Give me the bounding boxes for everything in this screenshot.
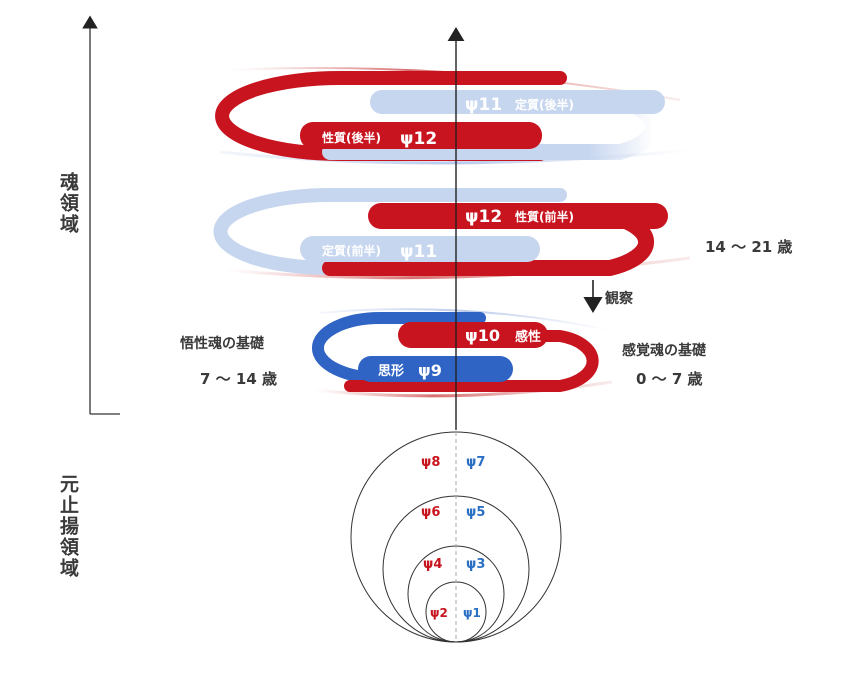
circle-labels: ψ8 ψ7 ψ6 ψ5 ψ4 ψ3 ψ2 ψ1	[421, 455, 485, 620]
band-texts: ψ11 定質(後半) 性質(後半) ψ12 ψ12 性質(前半) 定質(前半) …	[321, 95, 574, 380]
spiral-middle	[213, 188, 691, 280]
bottom-red-text: 感性	[515, 329, 541, 345]
circle-label-right: ψ1	[463, 606, 481, 620]
lightblue-pill-middle	[300, 236, 540, 262]
soul-domain-label: 魂領域	[57, 172, 79, 235]
circle-label-right: ψ3	[466, 557, 485, 572]
bottom-red-symbol: ψ10	[465, 326, 500, 345]
mid-front-text: 性質(前半)	[514, 209, 574, 224]
top-back-symbol: ψ11	[465, 95, 502, 115]
age-0-7: 0 ～ 7 歳	[636, 370, 703, 388]
top-front-symbol: ψ12	[400, 129, 437, 149]
lightblue-pill-top	[370, 90, 665, 114]
circle-label-left: ψ8	[421, 455, 440, 470]
ground-domain-label: 元止揚領域	[57, 474, 79, 579]
mid-back-symbol: ψ11	[400, 242, 437, 262]
red-pill-top	[300, 122, 542, 149]
circle-label-left: ψ6	[421, 505, 440, 520]
mid-front-symbol: ψ12	[465, 207, 502, 227]
circle-label-right: ψ5	[466, 505, 485, 520]
soul-domain-axis	[82, 15, 120, 415]
bottom-blue-text: 思形	[378, 364, 404, 379]
spiral-top	[215, 67, 691, 165]
circle-label-right: ψ7	[466, 455, 485, 470]
circle-label-left: ψ4	[423, 557, 442, 572]
observe-label: 観察	[605, 291, 633, 307]
circle-label-left: ψ2	[430, 606, 448, 620]
red-outer-band	[215, 71, 567, 161]
age-14-21: 14 ～ 21 歳	[705, 238, 793, 256]
top-front-text: 性質(後半)	[321, 130, 381, 145]
bottom-blue-symbol: ψ9	[418, 361, 442, 380]
red-pill-middle	[368, 203, 668, 229]
spiral-bottom	[311, 308, 613, 398]
top-back-text: 定質(後半)	[515, 97, 574, 112]
blue-outer-band	[311, 312, 486, 384]
lightblue-outer-band	[213, 188, 567, 275]
blue-pill-bottom	[358, 356, 513, 382]
nested-circles	[350, 431, 562, 643]
red-pill-bottom	[398, 322, 548, 348]
age-7-14: 7 ～ 14 歳	[200, 370, 277, 388]
understanding-soul-title: 悟性魂の基礎	[180, 336, 264, 352]
red-band-bottom	[344, 330, 599, 392]
sentient-soul-title: 感覚魂の基礎	[622, 343, 706, 359]
mid-back-text: 定質(前半)	[322, 243, 381, 258]
